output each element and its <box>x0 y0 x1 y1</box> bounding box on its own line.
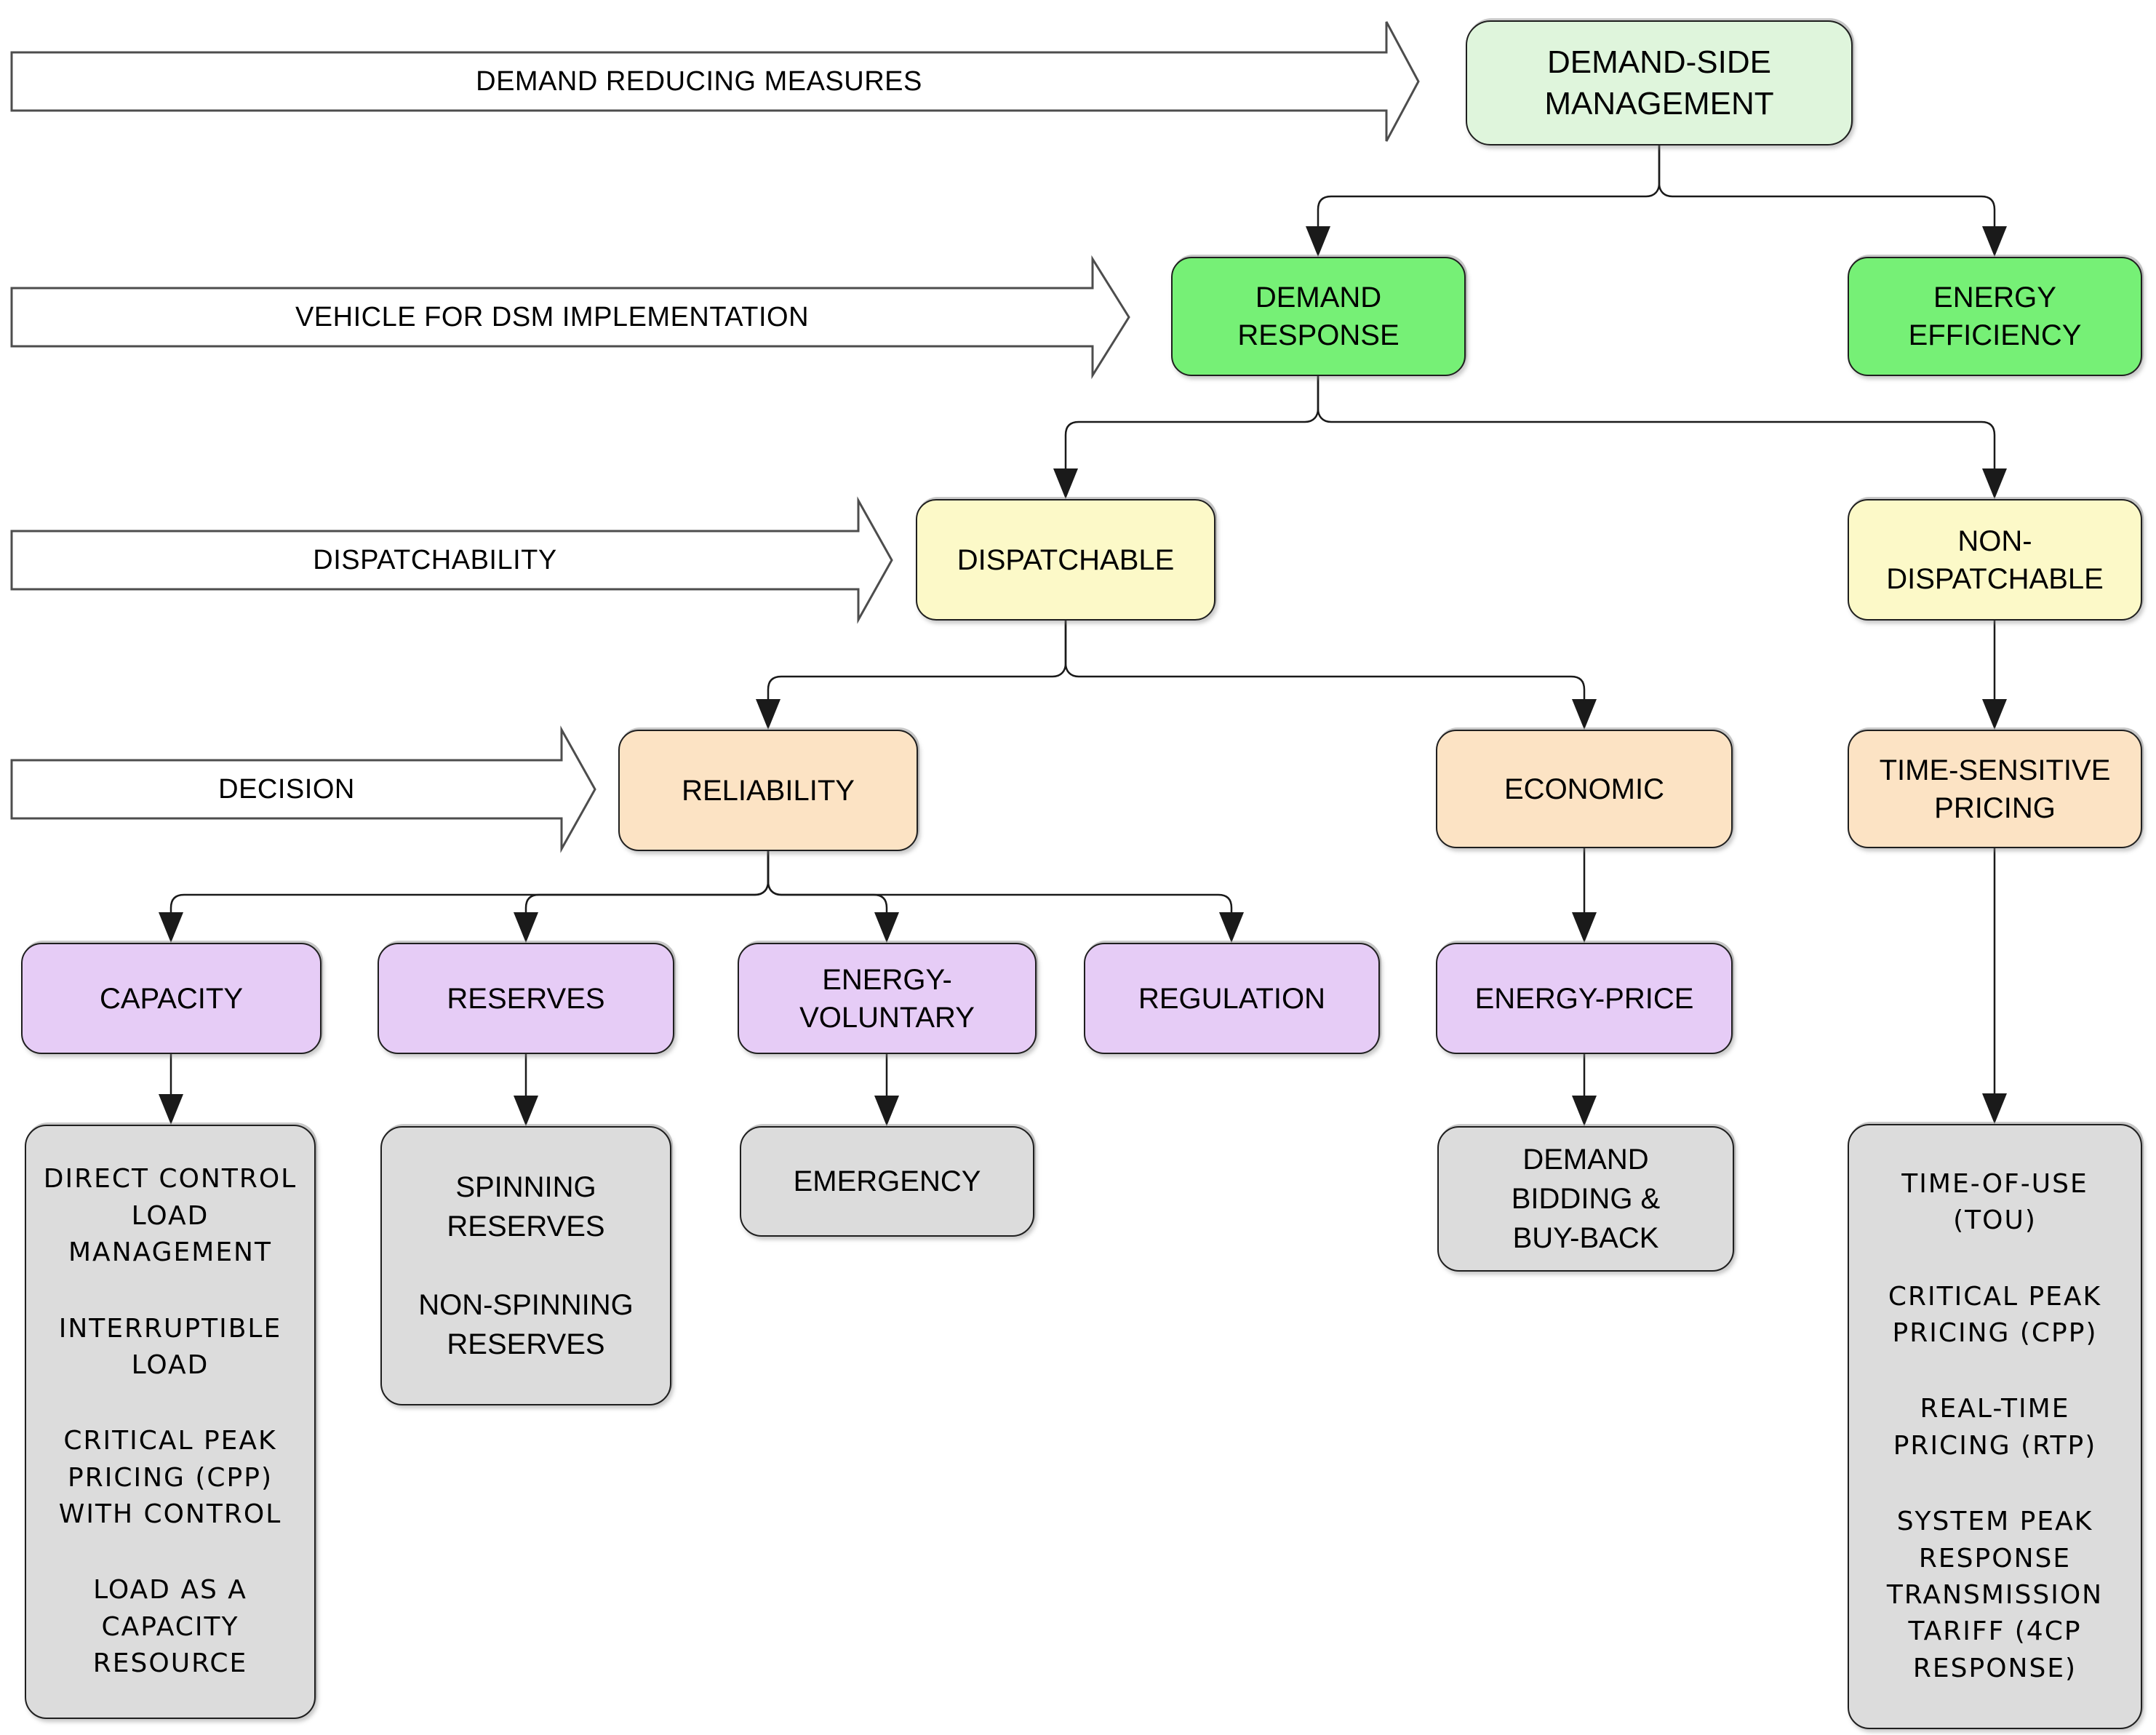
arrowhead <box>874 912 899 943</box>
node-time-sensitive-programs: TIME-OF-USE (TOU) CRITICAL PEAK PRICING … <box>1848 1124 2142 1729</box>
connector-dsm-energy-efficiency <box>1658 145 1996 226</box>
arrow-label-dispatchability: DISPATCHABILITY <box>313 544 557 575</box>
node-economic: ECONOMIC <box>1436 730 1733 848</box>
node-capacity-programs: DIRECT CONTROL LOAD MANAGEMENT INTERRUPT… <box>25 1125 316 1719</box>
connector-dr-dispatchable <box>1064 376 1319 468</box>
node-energy-price: ENERGY-PRICE <box>1436 943 1733 1054</box>
arrow-label-decision: DECISION <box>218 773 355 805</box>
list-item: SPINNING RESERVES <box>447 1171 605 1243</box>
node-time-sensitive-pricing: TIME-SENSITIVE PRICING <box>1848 730 2142 848</box>
arrowhead <box>1982 468 2007 499</box>
arrowhead <box>1219 912 1244 943</box>
list-item: CRITICAL PEAK PRICING (CPP) <box>1888 1281 2102 1349</box>
list-item: LOAD AS A CAPACITY RESOURCE <box>92 1575 248 1679</box>
connector-reliability-capacity <box>169 851 770 914</box>
arrowhead <box>756 699 780 730</box>
connector-reliability-energy-voluntary <box>767 851 888 914</box>
block-arrow-demand-reducing-measures <box>10 21 1420 142</box>
node-energy-voluntary-programs: EMERGENCY <box>740 1126 1034 1237</box>
node-dispatchable: DISPATCHABLE <box>916 499 1215 621</box>
arrowhead <box>159 912 183 943</box>
list-item: NON-SPINNING RESERVES <box>418 1289 634 1360</box>
node-reliability: RELIABILITY <box>618 730 918 851</box>
node-demand-side-management: DEMAND-SIDE MANAGEMENT <box>1466 20 1853 145</box>
node-non-dispatchable: NON-DISPATCHABLE <box>1848 499 2142 621</box>
connector-dispatchable-economic <box>1064 621 1586 699</box>
list-item: EMERGENCY <box>793 1165 981 1197</box>
arrow-label-vehicle-for-dsm: VEHICLE FOR DSM IMPLEMENTATION <box>295 301 810 332</box>
arrowhead <box>159 1094 183 1125</box>
list-item: TIME-OF-USE (TOU) <box>1901 1168 2088 1236</box>
node-regulation: REGULATION <box>1084 943 1380 1054</box>
list-item: CRITICAL PEAK PRICING (CPP) WITH CONTROL <box>58 1426 282 1530</box>
arrowhead <box>1306 226 1330 257</box>
list-item: SYSTEM PEAK RESPONSE TRANSMISSION TARIFF… <box>1886 1507 2104 1683</box>
arrowhead <box>514 912 538 943</box>
node-demand-response: DEMAND RESPONSE <box>1171 257 1466 376</box>
list-item: INTERRUPTIBLE LOAD <box>58 1313 282 1380</box>
arrowhead <box>1982 699 2007 730</box>
connector-dr-non-dispatchable <box>1317 376 1996 468</box>
node-reserves: RESERVES <box>378 943 674 1054</box>
arrowhead <box>1572 699 1597 730</box>
arrowhead <box>1053 468 1078 499</box>
connector-reliability-regulation <box>767 851 1233 914</box>
node-capacity: CAPACITY <box>21 943 322 1054</box>
connector-dsm-demand-response <box>1317 145 1661 226</box>
connector-reliability-reserves <box>524 851 770 914</box>
list-item: DIRECT CONTROL LOAD MANAGEMENT <box>43 1164 298 1268</box>
node-energy-efficiency: ENERGY EFFICIENCY <box>1848 257 2142 376</box>
list-item: REAL-TIME PRICING (RTP) <box>1893 1394 2097 1461</box>
connector-dispatchable-reliability <box>767 621 1067 699</box>
list-item: DEMAND BIDDING & BUY-BACK <box>1511 1144 1661 1254</box>
arrowhead <box>1572 912 1597 943</box>
arrowhead <box>1572 1096 1597 1126</box>
node-energy-voluntary: ENERGY-VOLUNTARY <box>738 943 1037 1054</box>
arrowhead <box>1982 226 2007 257</box>
block-arrow-dispatchability <box>10 496 893 624</box>
arrowhead <box>514 1096 538 1126</box>
arrowhead <box>1982 1093 2007 1124</box>
node-energy-price-programs: DEMAND BIDDING & BUY-BACK <box>1437 1126 1734 1272</box>
arrowhead <box>874 1096 899 1126</box>
node-reserves-programs: SPINNING RESERVES NON-SPINNING RESERVES <box>380 1126 671 1405</box>
block-arrow-vehicle-for-dsm <box>10 255 1130 380</box>
block-arrow-decision <box>10 725 596 853</box>
arrow-label-demand-reducing-measures: DEMAND REDUCING MEASURES <box>476 65 922 97</box>
